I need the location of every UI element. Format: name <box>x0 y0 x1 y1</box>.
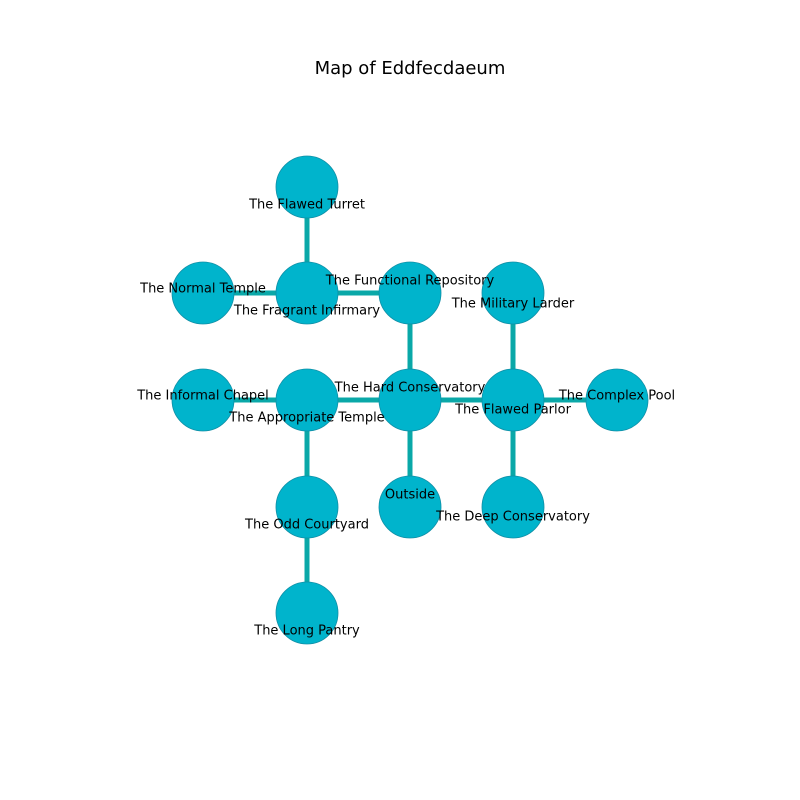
room-node-informal-chapel <box>171 368 235 432</box>
room-label-long-pantry: The Long Pantry <box>253 624 360 639</box>
room-node-odd-courtyard <box>275 475 339 539</box>
room-node-long-pantry <box>275 581 339 645</box>
room-node-hard-conservatory <box>378 368 442 432</box>
room-label-military-larder: The Military Larder <box>451 297 575 312</box>
room-label-hard-conservatory: The Hard Conservatory <box>334 381 486 396</box>
room-node-flawed-parlor <box>481 368 545 432</box>
room-label-outside: Outside <box>385 488 435 503</box>
room-label-complex-pool: The Complex Pool <box>558 389 675 404</box>
rooms-layer <box>171 155 649 645</box>
room-label-odd-courtyard: The Odd Courtyard <box>244 518 369 533</box>
room-node-deep-conservatory <box>481 475 545 539</box>
room-node-flawed-turret <box>275 155 339 219</box>
room-node-outside <box>378 475 442 539</box>
room-node-normal-temple <box>171 261 235 325</box>
room-label-informal-chapel: The Informal Chapel <box>136 389 269 404</box>
room-label-normal-temple: The Normal Temple <box>139 282 266 297</box>
room-label-appropriate-temple: The Appropriate Temple <box>228 411 384 426</box>
room-node-complex-pool <box>585 368 649 432</box>
room-label-flawed-turret: The Flawed Turret <box>248 198 365 213</box>
room-label-deep-conservatory: The Deep Conservatory <box>435 510 590 525</box>
room-node-functional-repository <box>378 261 442 325</box>
room-node-appropriate-temple <box>275 368 339 432</box>
room-node-military-larder <box>481 261 545 325</box>
map-title: Map of Eddfecdaeum <box>315 58 506 79</box>
room-label-fragrant-infirmary: The Fragrant Infirmary <box>233 304 381 319</box>
room-node-fragrant-infirmary <box>275 261 339 325</box>
room-label-flawed-parlor: The Flawed Parlor <box>454 403 572 418</box>
room-label-functional-repository: The Functional Repository <box>325 274 495 289</box>
